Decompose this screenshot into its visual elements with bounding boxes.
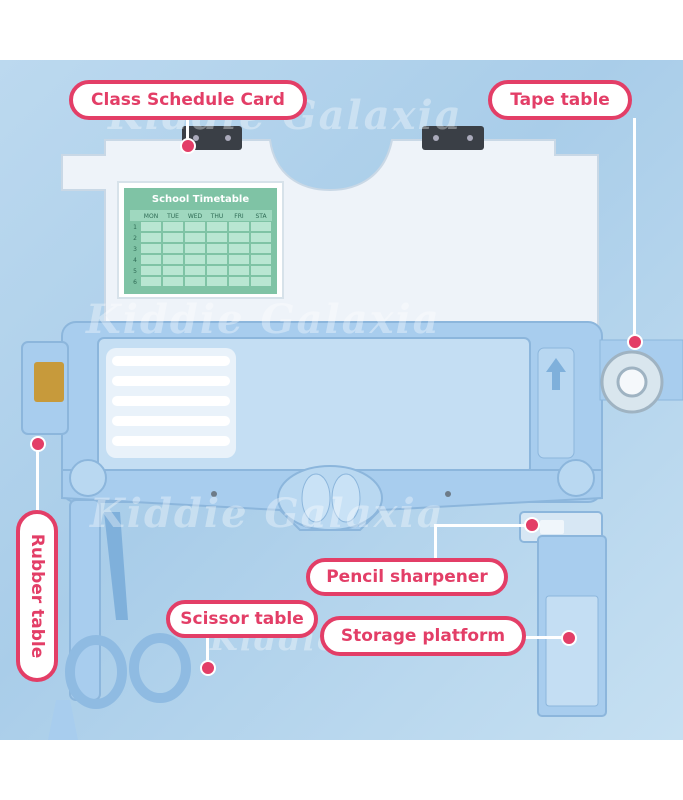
timetable-cell: [185, 277, 205, 286]
timetable-grid: MON TUE WED THU FRI STA 1 2 3 4 5 6: [130, 210, 272, 286]
timetable-title: School Timetable: [151, 193, 250, 205]
rubber-eraser: [34, 362, 64, 402]
card-clip-right: [422, 126, 484, 150]
scissor-handle-left: [65, 635, 127, 709]
timetable-cell: [251, 255, 271, 264]
timetable-cell: [207, 244, 227, 253]
marker-dot-schedule: [180, 138, 196, 154]
marker-dot-storage: [561, 630, 577, 646]
timetable-cell: [251, 266, 271, 275]
timetable-cell: [163, 255, 183, 264]
timetable-cell: [251, 222, 271, 231]
leader-line-rubber: [36, 444, 39, 512]
marker-dot-rubber: [30, 436, 46, 452]
timetable-cell: [185, 255, 205, 264]
timetable-cell: [141, 266, 161, 275]
marker-dot-sharpener: [524, 517, 540, 533]
timetable-header-row: [130, 210, 272, 221]
timetable-cell: [141, 255, 161, 264]
card-clip-left: [182, 126, 242, 150]
timetable-cell: [163, 222, 183, 231]
timetable-row-number: 5: [133, 268, 137, 275]
timetable-day-label: FRI: [234, 213, 244, 220]
timetable-row-number: 4: [133, 257, 137, 264]
watermark-lower: Kiddie Galaxia: [90, 490, 445, 537]
timetable-row-number: 2: [133, 235, 137, 242]
timetable-cell: [185, 222, 205, 231]
leader-line-sharpener-v: [434, 524, 437, 560]
timetable-day-label: TUE: [166, 213, 179, 220]
scissor-handle-right: [129, 633, 191, 703]
timetable-row-number: 1: [133, 224, 137, 231]
timetable-day-label: WED: [188, 213, 203, 220]
label-scissor-table: Scissor table: [166, 600, 318, 638]
left-knob: [69, 459, 107, 497]
label-class-schedule-card: Class Schedule Card: [69, 80, 307, 120]
label-storage-platform: Storage platform: [320, 616, 526, 656]
right-knob: [557, 459, 595, 497]
marker-dot-tape: [627, 334, 643, 350]
leader-line-storage: [524, 636, 566, 639]
timetable-row-number: 3: [133, 246, 137, 253]
timetable-day-label: THU: [210, 213, 224, 220]
timetable-cell: [185, 233, 205, 242]
timetable-cell: [185, 266, 205, 275]
pencil-case-illustration: MON TUE WED THU FRI STA 1 2 3 4 5 6: [21, 126, 683, 740]
timetable-day-label: STA: [255, 213, 267, 220]
timetable-day-label: MON: [144, 213, 158, 220]
timetable-cell: [207, 255, 227, 264]
scissor-blade: [104, 512, 128, 620]
timetable-cell: [251, 277, 271, 286]
leader-line-schedule: [186, 118, 189, 144]
timetable-cell: [207, 222, 227, 231]
timetable-cell: [229, 277, 249, 286]
timetable-cell: [185, 244, 205, 253]
timetable-row-number: 6: [133, 279, 137, 286]
timetable-cell: [229, 222, 249, 231]
timetable-cell: [141, 277, 161, 286]
timetable-cell: [141, 222, 161, 231]
timetable-cell: [207, 277, 227, 286]
timetable-cell: [207, 266, 227, 275]
label-rubber-table: Rubber table: [16, 510, 58, 682]
label-tape-table: Tape table: [488, 80, 632, 120]
timetable-cell: [251, 233, 271, 242]
leader-line-scissor: [206, 638, 209, 666]
timetable-cell: [141, 233, 161, 242]
timetable-cell: [229, 255, 249, 264]
timetable-cell: [229, 233, 249, 242]
timetable-cell: [207, 233, 227, 242]
arrow-up-icon: [546, 358, 566, 390]
timetable-cell: [141, 244, 161, 253]
timetable-cell: [229, 266, 249, 275]
marker-dot-scissor: [200, 660, 216, 676]
timetable-cell: [229, 244, 249, 253]
timetable-cell: [163, 266, 183, 275]
label-pencil-sharpener: Pencil sharpener: [306, 558, 508, 596]
leader-line-sharpener-h: [434, 524, 530, 527]
timetable-cell: [163, 277, 183, 286]
product-photo: MON TUE WED THU FRI STA 1 2 3 4 5 6: [0, 60, 683, 740]
watermark-middle: Kiddie Galaxia: [86, 296, 441, 343]
pen-slots: [106, 348, 236, 458]
leader-line-tape: [633, 118, 636, 340]
timetable-cell: [251, 244, 271, 253]
timetable-cell: [163, 233, 183, 242]
timetable-cell: [163, 244, 183, 253]
